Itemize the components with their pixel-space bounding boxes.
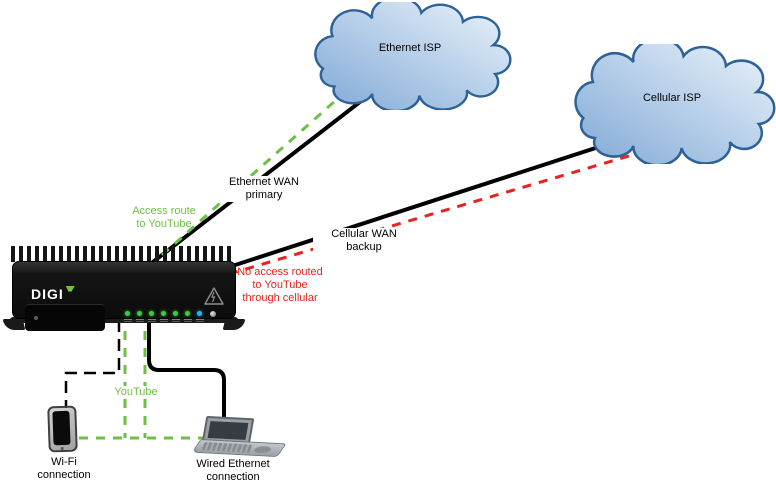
led-label [171,319,180,320]
led [185,311,190,316]
wifi-link-line [64,320,121,409]
wifi-connection-label-line2: connection [37,469,91,481]
led-unit [159,311,168,320]
led-label [195,319,204,320]
no-access-route-label-line1: No access routed [237,266,323,278]
led [197,311,202,316]
phone-screen [52,410,71,446]
wifi-connection-label: Wi-Fi connection [24,456,104,482]
led [137,311,142,316]
led-label [123,319,132,320]
laptop-keyboard [201,442,253,453]
ethernet-wan-label-line1: Ethernet WAN [229,176,299,188]
router-heatsink-fins [11,246,233,262]
led [149,311,154,316]
led-unit [135,311,144,320]
router-front-slot [25,304,105,331]
phone-button [60,446,64,451]
laptop-base [191,438,287,458]
wired-ethernet-line [147,316,226,419]
led-unit [195,311,204,320]
cellular-isp-label: Cellular ISP [642,92,702,104]
wifi-connection-label-line1: Wi-Fi [51,456,77,468]
no-access-route-label: No access routed to YouTube through cell… [226,266,334,305]
ethernet-wan-label-line2: primary [245,189,283,201]
wired-ethernet-label-line2: connection [206,471,260,483]
led-label [135,319,144,320]
warning-triangle-icon [204,287,224,305]
access-route-label: Access route to YouTube [114,205,214,231]
router-button [210,311,216,317]
laptop-trackpad [252,445,273,454]
router-foot-right [222,319,246,330]
led [125,311,130,316]
wired-ethernet-label-line1: Wired Ethernet [196,458,270,470]
digi-router: DIGI [2,244,248,334]
access-route-line [161,91,345,257]
led-unit [183,311,192,320]
cellular-wan-label: Cellular WAN backup [313,228,415,254]
cellular-wan-label-line2: backup [346,241,382,253]
digi-logo: DIGI [31,286,75,302]
slot-screw-dot [34,316,38,320]
ethernet-isp-label: Ethernet ISP [378,42,442,54]
no-access-route-label-line3: through cellular [242,292,318,304]
led-unit [147,311,156,320]
led-label [159,319,168,320]
no-access-route-label-line2: to YouTube [252,279,308,291]
ethernet-wan-label: Ethernet WAN primary [214,176,314,202]
wifi-client-device [47,405,78,453]
access-route-label-line1: Access route [132,205,196,217]
wired-client-laptop [191,415,290,458]
cellular-isp-cloud [574,44,776,164]
led-unit [123,311,132,320]
router-underbar [10,317,238,323]
ethernet-isp-cloud [314,2,512,110]
router-body: DIGI [12,261,236,331]
cellular-wan-line [225,140,615,270]
digi-logo-text: DIGI [31,286,64,302]
led-label [183,319,192,320]
youtube-label: YouTube [110,386,162,399]
no-access-route-line [228,146,657,276]
access-route-label-line2: to YouTube [136,218,192,230]
laptop-screen-inner [207,421,249,440]
cellular-wan-label-line1: Cellular WAN [331,228,397,240]
led [173,311,178,316]
led-unit [171,311,180,320]
router-led-row [123,311,204,320]
wired-ethernet-label: Wired Ethernet connection [183,458,283,484]
led-label [147,319,156,320]
led [161,311,166,316]
digi-flag-icon [65,286,75,292]
